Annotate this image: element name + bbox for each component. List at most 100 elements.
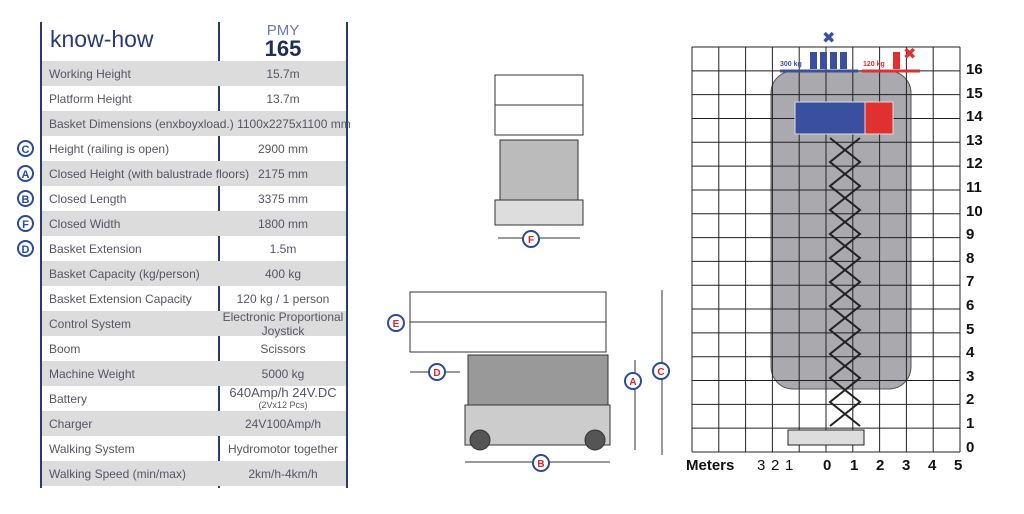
person-icon [830,52,837,69]
spec-label: Working Height [49,66,131,81]
spec-row: Boom Scissors [42,336,346,361]
spec-value: 2175 mm [257,166,309,181]
y-tick-label: 9 [966,226,975,244]
dim-marker-f: F [522,230,540,248]
spec-value: 120 kg / 1 person [236,291,330,306]
x-tick-label: 5 [954,457,963,474]
person-icon [893,52,900,69]
spec-label: Walking System [49,441,135,456]
spec-value: 2km/h-4km/h [248,466,318,481]
y-tick-label: 15 [966,84,983,102]
x-tick-label: 1 [850,457,859,474]
spec-row: Basket Extension Capacity 120 kg / 1 pers… [42,286,346,311]
spec-label: Battery [49,391,88,406]
spec-row: Platform Height 13.7m [42,86,346,111]
spec-value: Electronic Proportional Joystick [222,309,344,338]
y-tick-label: 6 [966,297,975,314]
y-tick-label: 11 [966,179,982,196]
y-tick-label: 7 [966,273,975,291]
spec-label: Closed Length [49,191,127,206]
spec-row: Battery 640Amp/h 24V.DC(2Vx12 Pcs) [42,386,346,411]
spec-label: Closed Width [49,216,121,231]
dim-marker-b: B [532,454,550,472]
front-view-drawing [494,74,584,239]
x-tick-label: 2 [876,457,885,474]
y-tick-label: 4 [966,344,975,362]
spec-label: Closed Height (with balustrade floors) [49,166,250,181]
dimension-badge-b: B [17,190,34,207]
dim-marker-c: C [652,362,670,380]
x-axis-label: Meters [686,457,735,474]
dimension-badge-d: D [17,240,34,257]
platform-extension [864,101,894,135]
x-tick-label: 2 [771,457,780,474]
spec-value: 24V100Amp/h [244,416,322,431]
load-main-label: 300 kg [780,61,802,68]
dim-marker-d: D [428,363,446,381]
model-prefix: PMY [266,22,300,39]
spec-value: 640Amp/h 24V.DC [229,384,337,400]
spec-label: Charger [49,416,93,431]
spec-value-note: (2Vx12 Pcs) [258,399,308,410]
platform-main [794,101,866,135]
spec-value: 13.7m [266,91,300,106]
spec-value: 1.5m [269,241,297,256]
x-tick-label: 0 [823,457,832,474]
spec-value: Hydromotor together [227,441,339,456]
machine-drawings [409,74,663,463]
y-tick-label: 1 [966,415,975,432]
spec-row: Walking Speed (min/max) 2km/h-4km/h [42,461,346,486]
spec-label: Height (railing is open) [49,141,170,156]
load-ext-label: 120 kg [863,61,885,68]
x-tick-label: 1 [785,457,794,474]
spec-label: Basket Extension [49,241,142,256]
dim-marker-a: A [624,372,642,390]
dimension-badge-f: F [17,215,34,232]
spec-label: Platform Height [49,91,132,106]
dim-marker-e: E [387,314,405,332]
y-tick-label: 0 [966,438,975,456]
spec-row: Control System Electronic Proportional Jo… [42,309,346,338]
spec-row: Height (railing is open)2900 mm [42,136,346,161]
spec-value: Scissors [260,341,306,356]
y-tick-label: 10 [966,202,983,220]
tools-icon-ext: ✖ [903,46,917,63]
spec-label: Control System [49,316,132,331]
x-tick-label: 3 [902,457,911,474]
spec-value: 5000 kg [261,366,305,381]
spec-row: Machine Weight 5000 kg [42,361,346,386]
spec-value: 1800 mm [257,216,309,231]
y-tick-label: 5 [966,320,975,338]
spec-row: Closed Length 3375 mm [42,186,346,211]
tools-icon-main: ✖ [822,30,836,47]
dimension-badge-a: A [17,165,34,182]
x-tick-label: 4 [928,457,937,474]
spec-row: Basket Dimensions (enxboyxload.) 1100x22… [42,111,351,136]
spec-row: Charger 24V100Amp/h [42,411,346,436]
y-tick-label: 14 [966,108,983,126]
dimension-badge-c: C [17,140,34,157]
scissor-arm [828,137,862,427]
spec-value: 3375 mm [257,191,309,206]
person-icon [820,52,827,69]
spec-row: Closed Width 1800 mm [42,211,346,236]
person-icon [840,52,847,69]
spec-label: Boom [49,341,81,356]
scissor-arm [828,137,862,427]
spec-label: Machine Weight [49,366,135,381]
spec-label: Basket Capacity (kg/person) [49,266,200,281]
brand-logo: know-how [50,26,154,52]
spec-label: Walking Speed (min/max) [49,466,186,481]
spec-label: Basket Extension Capacity [49,291,192,306]
person-icon [810,52,817,69]
x-tick-label: 3 [757,457,766,474]
model-number: 165 [264,36,302,61]
spec-row: Closed Height (with balustrade floors) 21… [42,161,346,186]
y-tick-label: 13 [966,131,983,149]
spec-row: Walking System Hydromotor together [42,436,346,461]
y-tick-label: 16 [966,61,983,78]
y-tick-label: 12 [966,155,983,173]
